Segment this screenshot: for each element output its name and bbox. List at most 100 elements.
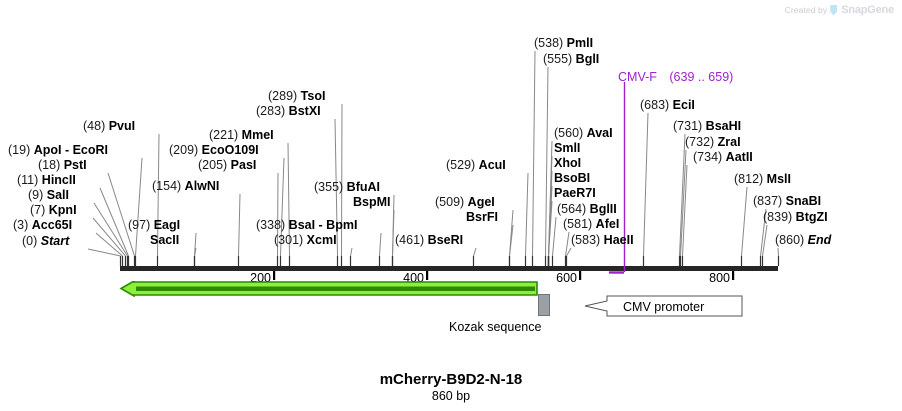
site-label-pmli[interactable]: (538) PmlI (534, 37, 593, 50)
site-label-bglii[interactable]: (564) BglII (557, 203, 617, 216)
site-position: (97) (128, 218, 151, 232)
site-label-sali[interactable]: (9) SalI (28, 189, 69, 202)
site-label-paer7i[interactable]: PaeR7I (554, 187, 596, 200)
site-position: (529) (446, 158, 476, 172)
site-label-acc65i[interactable]: (3) Acc65I (13, 219, 72, 232)
site-name: EciI (672, 98, 695, 112)
site-position: (461) (395, 233, 425, 247)
site-name: HincII (41, 173, 76, 187)
site-label-zrai[interactable]: (732) ZraI (685, 136, 741, 149)
cmv-promoter-feature[interactable] (583, 295, 743, 317)
site-name: BspMI (353, 195, 391, 209)
site-position: (283) (256, 104, 286, 118)
site-name: Acc65I (31, 218, 73, 232)
site-label-bsrfi[interactable]: BsrFI (466, 211, 498, 224)
site-name: AatII (725, 150, 753, 164)
primer-range: (639 .. 659) (669, 70, 734, 84)
site-name: PvuI (108, 119, 136, 133)
site-name: EcoO109I (201, 143, 259, 157)
site-name: BsaI - BpmI (288, 218, 358, 232)
site-label-ecii[interactable]: (683) EciI (640, 99, 695, 112)
site-position: (837) (753, 194, 783, 208)
site-name: AlwNI (184, 179, 220, 193)
site-label-ecoo109i[interactable]: (209) EcoO109I (169, 144, 259, 157)
site-name: BseRI (427, 233, 464, 247)
site-name: KpnI (48, 203, 77, 217)
site-position: (154) (152, 179, 182, 193)
primer-label-cmv-f[interactable]: CMV-F (639 .. 659) (618, 71, 733, 84)
site-name: SalI (46, 188, 70, 202)
kozak-sequence-feature[interactable] (538, 294, 550, 316)
site-label-kpni[interactable]: (7) KpnI (30, 204, 77, 217)
site-name: SacII (150, 233, 180, 247)
site-label-afei[interactable]: (581) AfeI (563, 218, 619, 231)
site-position: (860) (775, 233, 805, 247)
site-label-sacii[interactable]: SacII (150, 234, 179, 247)
site-position: (338) (256, 218, 286, 232)
site-label-pvui[interactable]: (48) PvuI (83, 120, 135, 133)
sequence-length: 860 bp (431, 389, 471, 403)
site-label-end[interactable]: (860) End (775, 234, 831, 247)
site-label-msli[interactable]: (812) MslI (734, 173, 791, 186)
site-name: AcuI (478, 158, 506, 172)
site-name: PmlI (566, 36, 594, 50)
site-label-bfuai[interactable]: (355) BfuAI (314, 181, 380, 194)
site-position: (0) (22, 234, 38, 248)
site-label-hincii[interactable]: (11) HincII (17, 174, 76, 187)
site-name: XhoI (554, 156, 582, 170)
site-label-eagi[interactable]: (97) EagI (128, 219, 180, 232)
site-name: BsrFI (466, 210, 498, 224)
site-label-pasi[interactable]: (205) PasI (198, 159, 256, 172)
site-label-btgzi[interactable]: (839) BtgZI (763, 211, 828, 224)
site-label-aatii[interactable]: (734) AatII (693, 151, 753, 164)
site-position: (7) (30, 203, 46, 217)
site-label-bsai-bpmi[interactable]: (338) BsaI - BpmI (256, 219, 357, 232)
site-position: (734) (693, 150, 723, 164)
site-label-bstxi[interactable]: (283) BstXI (256, 105, 321, 118)
site-label-bgli[interactable]: (555) BglI (543, 53, 599, 66)
site-label-apoi-ecori[interactable]: (19) ApoI - EcoRI (8, 144, 108, 157)
site-name: XcmI (306, 233, 337, 247)
snapgene-watermark: Created by SnapGene (785, 4, 895, 16)
orf-arrow-feature[interactable] (118, 281, 538, 297)
site-name: Start (40, 234, 70, 248)
site-position: (581) (563, 217, 593, 231)
site-name: AgeI (467, 195, 495, 209)
site-label-smli[interactable]: SmlI (554, 142, 580, 155)
site-position: (564) (557, 202, 587, 216)
site-label-bsahi[interactable]: (731) BsaHI (673, 120, 741, 133)
site-name: BtgZI (795, 210, 828, 224)
site-position: (205) (198, 158, 228, 172)
site-label-bsobi[interactable]: BsoBI (554, 172, 590, 185)
site-label-xhoi[interactable]: XhoI (554, 157, 581, 170)
site-name: SnaBI (785, 194, 822, 208)
site-name: AvaI (586, 126, 613, 140)
site-position: (11) (17, 173, 39, 187)
site-label-alwni[interactable]: (154) AlwNI (152, 180, 219, 193)
site-position: (839) (763, 210, 793, 224)
site-label-agei[interactable]: (509) AgeI (435, 196, 495, 209)
site-label-bspmi[interactable]: BspMI (353, 196, 391, 209)
site-name: TsoI (300, 89, 326, 103)
page-title: mCherry-B9D2-N-18 (379, 371, 523, 388)
site-position: (731) (673, 119, 703, 133)
site-label-start[interactable]: (0) Start (22, 235, 69, 248)
site-label-psti[interactable]: (18) PstI (38, 159, 87, 172)
snapgene-flag-icon (830, 5, 838, 16)
site-label-snabi[interactable]: (837) SnaBI (753, 195, 821, 208)
site-position: (560) (554, 126, 584, 140)
site-name: PaeR7I (554, 186, 596, 200)
site-position: (812) (734, 172, 764, 186)
site-position: (48) (83, 119, 106, 133)
kozak-sequence-label: Kozak sequence (449, 320, 542, 334)
site-label-avai[interactable]: (560) AvaI (554, 127, 613, 140)
site-label-haeii[interactable]: (583) HaeII (571, 234, 634, 247)
site-label-mmei[interactable]: (221) MmeI (209, 129, 274, 142)
site-name: PasI (230, 158, 257, 172)
site-label-tsoi[interactable]: (289) TsoI (268, 90, 325, 103)
site-label-acui[interactable]: (529) AcuI (446, 159, 506, 172)
watermark-brand: SnapGene (841, 4, 894, 16)
site-label-xcmi[interactable]: (301) XcmI (274, 234, 337, 247)
axis-tick-800: 800 (709, 271, 730, 285)
site-label-bseri[interactable]: (461) BseRI (395, 234, 463, 247)
